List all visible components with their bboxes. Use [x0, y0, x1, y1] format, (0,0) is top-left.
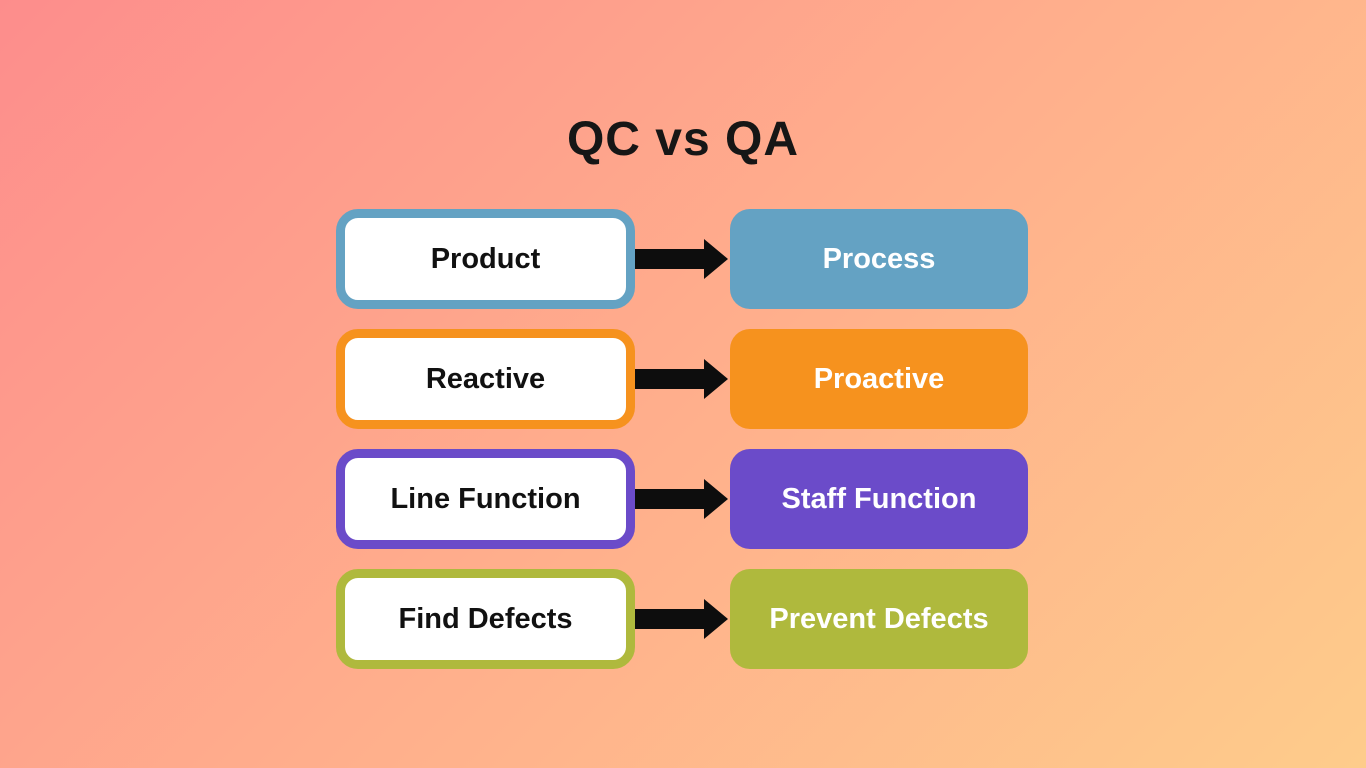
comparison-row-product-process: Product Process	[336, 209, 1028, 309]
qa-box-process: Process	[730, 209, 1028, 309]
page-title: QC vs QA	[566, 113, 800, 166]
qa-box-staff-function-label: Staff Function	[781, 482, 977, 515]
comparison-row-find-prevent-defects: Find Defects Prevent Defects	[336, 569, 1028, 669]
qc-box-line-function: Line Function	[336, 449, 635, 549]
arrow-right-icon	[635, 477, 730, 521]
qa-box-prevent-defects-label: Prevent Defects	[769, 602, 989, 635]
qa-box-proactive-label: Proactive	[813, 362, 945, 395]
arrow-right-icon	[635, 357, 730, 401]
qc-box-product-label: Product	[430, 242, 541, 275]
qc-box-product: Product	[336, 209, 635, 309]
qc-box-find-defects-label: Find Defects	[398, 602, 573, 635]
qc-box-line-function-label: Line Function	[390, 482, 581, 515]
qc-box-reactive-label: Reactive	[425, 362, 546, 395]
qa-box-proactive: Proactive	[730, 329, 1028, 429]
qc-box-reactive: Reactive	[336, 329, 635, 429]
qa-box-prevent-defects: Prevent Defects	[730, 569, 1028, 669]
comparison-row-line-staff-function: Line Function Staff Function	[336, 449, 1028, 549]
qc-vs-qa-comparison-diagram: Product Process Reactive Proactive Line …	[336, 209, 1028, 689]
comparison-row-reactive-proactive: Reactive Proactive	[336, 329, 1028, 429]
arrow-right-icon	[635, 237, 730, 281]
qc-box-find-defects: Find Defects	[336, 569, 635, 669]
qa-box-staff-function: Staff Function	[730, 449, 1028, 549]
arrow-right-icon	[635, 597, 730, 641]
qa-box-process-label: Process	[822, 242, 936, 275]
